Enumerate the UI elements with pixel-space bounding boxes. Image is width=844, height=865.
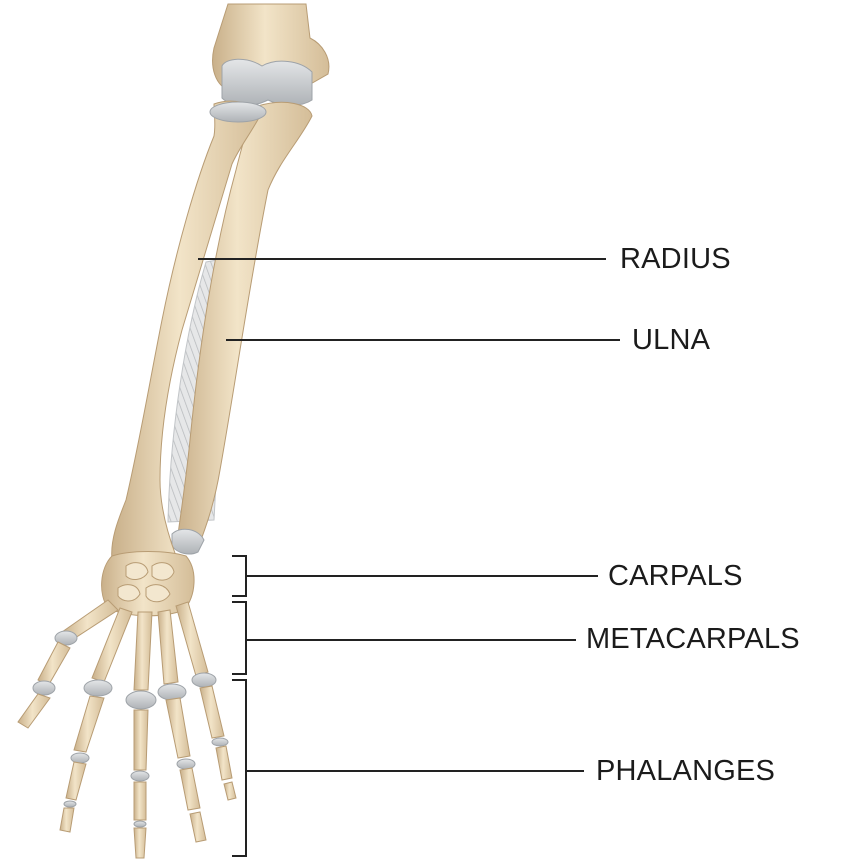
metacarpals-label: METACARPALS: [586, 623, 800, 655]
phalanges-label: PHALANGES: [596, 755, 775, 787]
humerus-bone: [213, 4, 329, 106]
carpals-label: CARPALS: [608, 560, 743, 592]
ulna-label: ULNA: [632, 324, 711, 356]
middle-finger-bones: [126, 612, 156, 858]
radius-label: RADIUS: [620, 243, 731, 275]
metacarpals-bracket: [232, 602, 576, 674]
carpals-bracket: [232, 556, 598, 596]
hand-bones: [18, 600, 236, 858]
phalanges-bracket: [232, 680, 584, 856]
